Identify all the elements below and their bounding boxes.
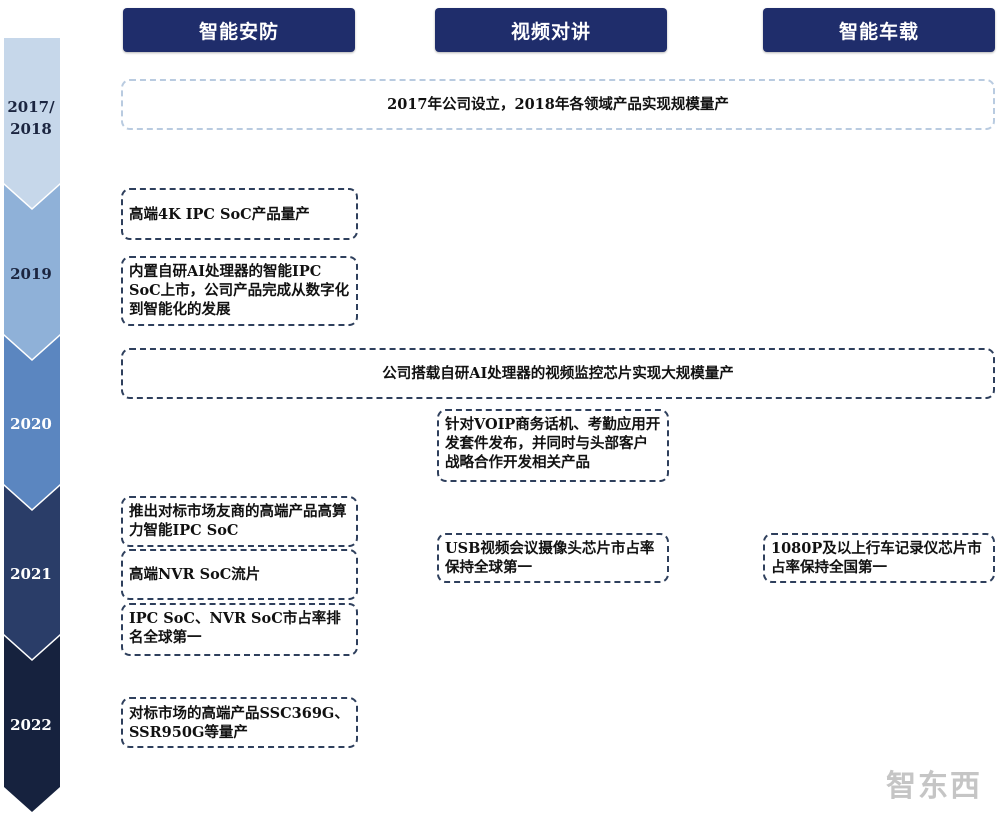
timeline-segment-2017	[4, 38, 60, 208]
timeline-segment-2020	[4, 336, 60, 509]
timeline-segment-2019	[4, 185, 60, 359]
timeline-arrow	[4, 38, 60, 812]
timeline-segment-2022	[4, 636, 60, 812]
milestone-4k-ipc: 高端4K IPC SoC产品量产	[121, 188, 358, 240]
milestone-rank: IPC SoC、NVR SoC市占率排名全球第一	[121, 603, 358, 656]
milestone-2020: 公司搭载自研AI处理器的视频监控芯片实现大规模量产	[121, 348, 995, 399]
milestone-nvr: 高端NVR SoC流片	[121, 549, 358, 600]
milestone-2017-2018: 2017年公司设立，2018年各领域产品实现规模量产	[121, 79, 995, 130]
timeline-segment-2021	[4, 486, 60, 659]
header-smart-vehicle: 智能车载	[763, 8, 995, 52]
year-label-2017: 2017/ 2018	[7, 98, 55, 138]
header-smart-security: 智能安防	[123, 8, 355, 52]
watermark-logo: 智东西	[886, 769, 982, 804]
header-video-intercom: 视频对讲	[435, 8, 667, 52]
milestone-ai-ipc: 内置自研AI处理器的智能IPC SoC上市，公司产品完成从数字化到智能化的发展	[121, 256, 358, 326]
milestone-voip: 针对VOIP商务话机、考勤应用开发套件发布，并同时与头部客户战略合作开发相关产品	[437, 409, 669, 482]
year-label-2019: 2019	[10, 265, 52, 283]
milestone-high-ipc: 推出对标市场友商的高端产品高算力智能IPC SoC	[121, 496, 358, 547]
year-label-2022: 2022	[10, 716, 52, 734]
milestone-2022: 对标市场的高端产品SSC369G、SSR950G等量产	[121, 697, 358, 748]
year-label-2020: 2020	[10, 415, 52, 433]
milestone-car-recorder: 1080P及以上行车记录仪芯片市占率保持全国第一	[763, 533, 995, 583]
year-label-2021: 2021	[10, 565, 52, 583]
milestone-usb-camera: USB视频会议摄像头芯片市占率保持全球第一	[437, 533, 669, 583]
